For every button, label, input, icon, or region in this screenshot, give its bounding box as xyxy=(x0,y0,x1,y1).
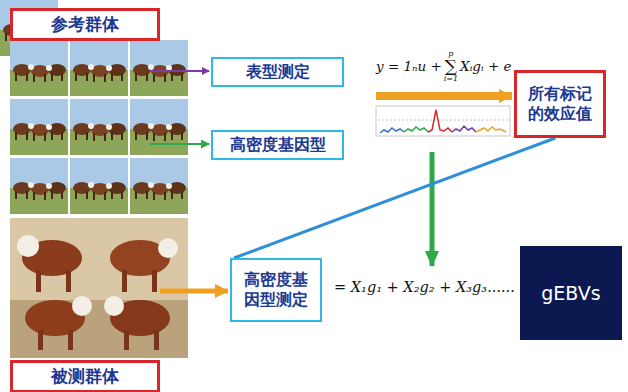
prediction-formula: = X₁g₁ + X₂g₂ + X₃g₃...... xyxy=(334,279,515,295)
formula-text: = X₁g₁ + X₂g₂ + X₃g₃...... xyxy=(334,279,515,295)
node-text: 所有标记的效应值 xyxy=(526,84,594,124)
process-box: 高密度基因型测定 xyxy=(230,258,322,322)
formula-text: p xyxy=(448,50,453,58)
node-text: 参考群体 xyxy=(51,14,119,35)
node-text: gEBVs xyxy=(541,282,600,304)
sum-operator: p∑i=1 xyxy=(444,50,459,83)
genotype-arrow xyxy=(150,143,209,145)
process-box: 高密度基因型 xyxy=(211,130,344,160)
node-text: 高密度基因型 xyxy=(230,135,326,155)
process-box: 表型测定 xyxy=(211,57,344,87)
phenotype-arrow xyxy=(150,70,209,72)
manhattan-plot xyxy=(376,106,510,136)
tested-arrow xyxy=(160,289,228,294)
effect-arrow xyxy=(430,152,435,266)
formula-text: y = 1ₙu + xyxy=(376,58,442,74)
group-label: 参考群体 xyxy=(10,8,160,41)
calves-photo xyxy=(10,218,188,358)
group-label: 被测群体 xyxy=(10,360,160,392)
formula-text: Xᵢgᵢ + e xyxy=(460,58,512,74)
output-box: gEBVs xyxy=(520,246,622,340)
node-text: 高密度基因型测定 xyxy=(242,270,310,310)
result-box: 所有标记的效应值 xyxy=(514,70,606,138)
formula-text: i=1 xyxy=(444,75,459,83)
cattle-photos xyxy=(0,0,188,214)
node-text: 被测群体 xyxy=(51,366,119,387)
model-formula: y = 1ₙu +p∑i=1Xᵢgᵢ + e xyxy=(376,50,512,83)
formula-text: ∑ xyxy=(445,58,457,75)
model-arrow xyxy=(376,92,512,100)
node-text: 表型测定 xyxy=(246,62,310,82)
